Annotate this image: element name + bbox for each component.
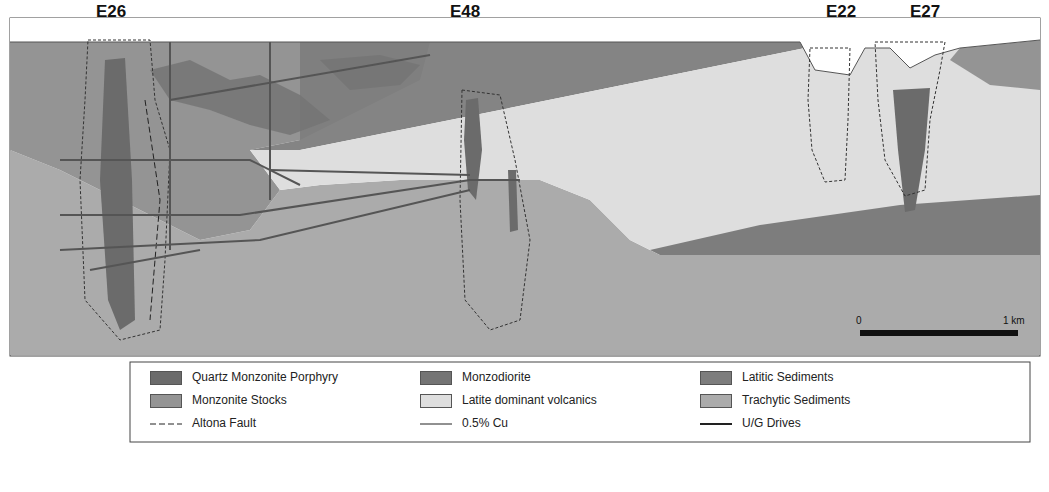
deposit-label: E26 — [96, 2, 126, 22]
legend-line-sample — [150, 424, 182, 425]
legend-line-sample — [700, 423, 732, 425]
legend-text: Trachytic Sediments — [742, 393, 850, 407]
legend-text: Altona Fault — [192, 416, 256, 430]
legend-line-sample — [420, 424, 452, 425]
legend-text: Latitic Sediments — [742, 370, 833, 384]
legend-swatch — [150, 394, 182, 408]
legend-text: Latite dominant volcanics — [462, 393, 597, 407]
legend-swatch — [420, 394, 452, 408]
legend-swatch — [150, 371, 182, 385]
deposit-label: E22 — [826, 2, 856, 22]
legend-text: Monzodiorite — [462, 370, 531, 384]
legend-swatch — [700, 371, 732, 385]
legend-swatch — [420, 371, 452, 385]
scale-label: 1 km — [1003, 315, 1025, 326]
deposit-label: E48 — [450, 2, 480, 22]
legend-swatch — [700, 394, 732, 408]
deposit-label: E27 — [910, 2, 940, 22]
legend-text: 0.5% Cu — [462, 416, 508, 430]
legend-text: Monzonite Stocks — [192, 393, 287, 407]
scale-label: 0 — [856, 315, 862, 326]
legend-text: U/G Drives — [742, 416, 801, 430]
legend-text: Quartz Monzonite Porphyry — [192, 370, 338, 384]
